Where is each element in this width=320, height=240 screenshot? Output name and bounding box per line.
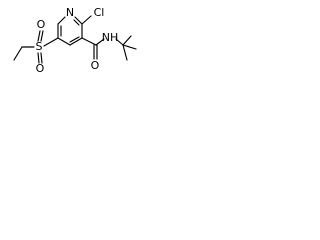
sulfonyl-oxygen-top-label: O [37,18,46,31]
bond-s-o-bottom-2 [40,52,43,64]
carbonyl-oxygen-label: O [91,59,100,72]
bond-tert-c-me-top [122,35,132,46]
bond-c3-c4 [69,37,83,46]
bond-s-o-bottom-1 [37,52,40,64]
atom-labels: N Cl S O O O NH [36,6,119,75]
bond-c3-c4-inner [69,36,80,43]
bond-ch2-ch3 [13,46,23,61]
bond-ring-n-c2 [74,16,83,25]
bond-c6-ring-n [57,16,66,25]
bond-c5-s [43,37,59,47]
bond-tert-c-me-bottom [122,44,128,61]
bond-carbonyl-c-nh [95,38,105,46]
sulfur-label: S [36,40,43,53]
bonds [13,15,137,64]
bond-s-o-top-2 [40,30,44,42]
chlorine-label: Cl [94,6,105,19]
amide-nh-label: NH [102,31,119,44]
bond-s-o-top-1 [37,30,41,42]
bond-c3-carbonyl-c [81,37,97,46]
bond-nh-tert-c [115,38,124,46]
bond-c4-c5 [57,37,71,46]
chemical-structure: N Cl S O O O NH [13,6,137,75]
sulfonyl-oxygen-bottom-label: O [36,62,45,75]
bond-c2-cl [81,15,92,25]
bond-tert-c-me-right [122,44,137,50]
bond-ring-n-c2-inner [73,19,80,26]
ring-nitrogen-label: N [66,6,74,19]
